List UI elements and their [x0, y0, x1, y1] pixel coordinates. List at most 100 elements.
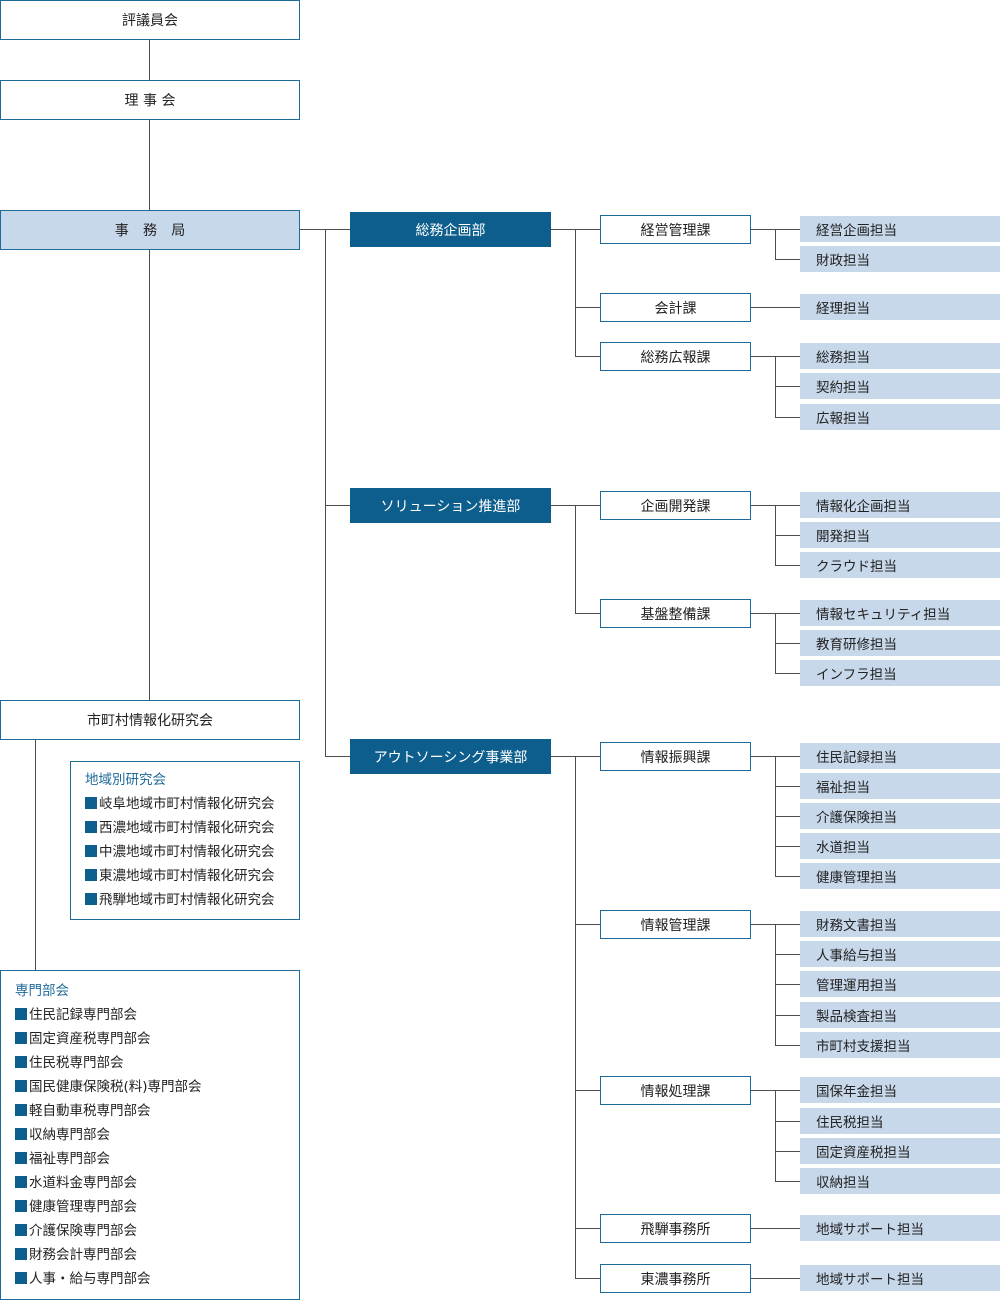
tanto-item: 開発担当 [800, 522, 1000, 548]
connector-d3-s4 [575, 1228, 600, 1229]
list-item: 住民記録専門部会 [15, 1003, 299, 1027]
square-bullet-icon [15, 1008, 27, 1020]
connector-s32-t1 [775, 924, 800, 925]
connector-s33-t1 [775, 1090, 800, 1091]
section-box: 情報管理課 [600, 910, 751, 939]
list-item-label: 水道料金専門部会 [29, 1175, 137, 1191]
list-item: 介護保険専門部会 [15, 1219, 299, 1243]
list-item-label: 東濃地域市町村情報化研究会 [99, 868, 275, 884]
tanto-item: 住民税担当 [800, 1108, 1000, 1134]
connector-d1-trunk [575, 229, 576, 357]
connector-d3-s3 [575, 1090, 600, 1091]
list-item-label: 国民健康保険税(料)専門部会 [29, 1079, 202, 1095]
list-item: 収納専門部会 [15, 1123, 299, 1147]
list-item-label: 住民税専門部会 [29, 1055, 124, 1071]
connector-d3-trunk [575, 756, 576, 1278]
square-bullet-icon [85, 821, 97, 833]
connector-s11-trunk [775, 229, 776, 259]
section-box: 総務広報課 [600, 342, 751, 371]
department-box: ソリューション推進部 [350, 488, 551, 523]
connector-d2-s2 [575, 613, 600, 614]
connector-s21-t3 [775, 565, 800, 566]
department-box: アウトソーシング事業部 [350, 739, 551, 774]
square-bullet-icon [15, 1056, 27, 1068]
connector-s21-t1 [775, 505, 800, 506]
board-label: 理 事 会 [124, 93, 176, 109]
square-bullet-icon [15, 1224, 27, 1236]
section-label: 飛騨事務所 [640, 1221, 711, 1238]
connector-s12 [751, 307, 800, 308]
connector-dept1 [325, 229, 350, 230]
square-bullet-icon [85, 797, 97, 809]
list-item: 西濃地域市町村情報化研究会 [85, 816, 299, 840]
list-item-label: 収納専門部会 [29, 1127, 110, 1143]
section-box: 経営管理課 [600, 215, 751, 244]
tanto-item: 経営企画担当 [800, 216, 1000, 242]
square-bullet-icon [85, 893, 97, 905]
list-item: 水道料金専門部会 [15, 1171, 299, 1195]
tanto-item: 健康管理担当 [800, 863, 1000, 889]
connector-dept3 [325, 756, 350, 757]
specialist-title: 専門部会 [15, 983, 69, 999]
connector-d2-s1 [575, 505, 600, 506]
tanto-item: 財務文書担当 [800, 911, 1000, 937]
connector-d1-s3 [575, 356, 600, 357]
connector-d3-s1 [575, 756, 600, 757]
tanto-item: 福祉担当 [800, 773, 1000, 799]
connector-s22-t3 [775, 673, 800, 674]
section-label: 情報処理課 [640, 1083, 711, 1100]
specialist-panel: 専門部会 住民記録専門部会 固定資産税専門部会 住民税専門部会 国民健康保険税(… [0, 970, 300, 1300]
connector-s31-t2 [775, 786, 800, 787]
square-bullet-icon [85, 869, 97, 881]
connector-s21-stub [751, 505, 775, 506]
connector-d2-stub [551, 505, 576, 506]
list-item: 財務会計専門部会 [15, 1243, 299, 1267]
list-item-label: 岐阜地域市町村情報化研究会 [99, 796, 275, 812]
connector-s31-t5 [775, 876, 800, 877]
list-item: 住民税専門部会 [15, 1051, 299, 1075]
connector-s13-t2 [775, 386, 800, 387]
tanto-item: 固定資産税担当 [800, 1138, 1000, 1164]
section-box: 東濃事務所 [600, 1264, 751, 1293]
list-item: 中濃地域市町村情報化研究会 [85, 840, 299, 864]
tanto-item: 人事給与担当 [800, 941, 1000, 967]
connector-d3-stub [551, 756, 576, 757]
list-item-label: 固定資産税専門部会 [29, 1031, 151, 1047]
tanto-item: 地域サポート担当 [800, 1265, 1000, 1291]
section-label: 経営管理課 [640, 222, 711, 239]
tanto-item: 住民記録担当 [800, 743, 1000, 769]
section-label: 情報振興課 [640, 749, 711, 766]
list-item: 人事・給与専門部会 [15, 1267, 299, 1291]
connector-d3-s2 [575, 924, 600, 925]
list-item-label: 飛騨地域市町村情報化研究会 [99, 892, 275, 908]
tanto-item: 経理担当 [800, 294, 1000, 320]
tanto-item: 財政担当 [800, 246, 1000, 272]
list-item: 健康管理専門部会 [15, 1195, 299, 1219]
department-label: 総務企画部 [415, 222, 486, 239]
list-item: 岐阜地域市町村情報化研究会 [85, 792, 299, 816]
connector-s11-t1 [775, 229, 800, 230]
connector-d3-s5 [575, 1278, 600, 1279]
tanto-item: 収納担当 [800, 1168, 1000, 1194]
connector-s32-t3 [775, 984, 800, 985]
secretariat-label: 事 務 局 [114, 223, 191, 239]
connector-s13-t1 [775, 356, 800, 357]
square-bullet-icon [15, 1176, 27, 1188]
section-label: 東濃事務所 [640, 1271, 711, 1288]
square-bullet-icon [85, 845, 97, 857]
connector-secretariat-trunk [300, 229, 325, 230]
tanto-item: 地域サポート担当 [800, 1215, 1000, 1241]
section-label: 情報管理課 [640, 917, 711, 934]
connector-d1-s2 [575, 307, 600, 308]
square-bullet-icon [15, 1200, 27, 1212]
connector-s33-trunk [775, 1090, 776, 1181]
tanto-item: 情報セキュリティ担当 [800, 600, 1000, 626]
square-bullet-icon [15, 1128, 27, 1140]
connector-s13-stub [751, 356, 775, 357]
section-box: 会計課 [600, 293, 751, 322]
square-bullet-icon [15, 1272, 27, 1284]
tanto-item: クラウド担当 [800, 552, 1000, 578]
square-bullet-icon [15, 1152, 27, 1164]
tanto-item: インフラ担当 [800, 660, 1000, 686]
list-item: 軽自動車税専門部会 [15, 1099, 299, 1123]
